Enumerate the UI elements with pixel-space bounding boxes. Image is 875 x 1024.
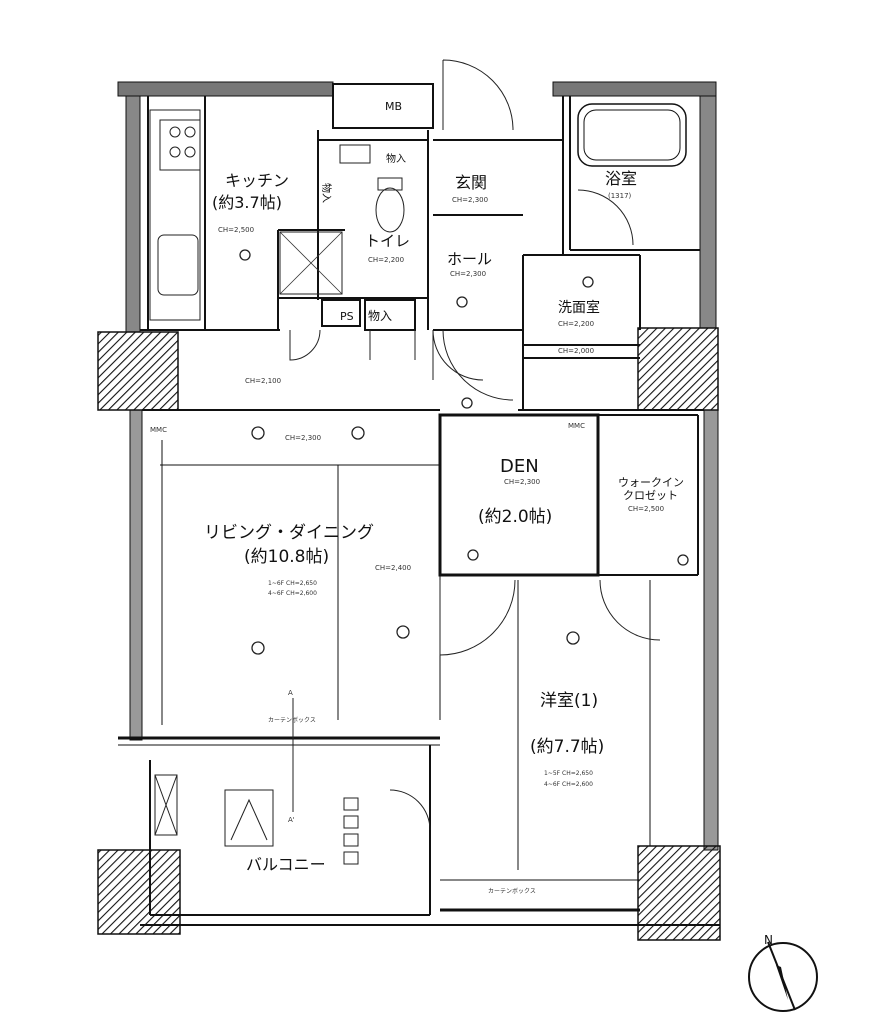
living-name: リビング・ダイニング: [204, 523, 374, 543]
toilet-name: トイレ: [365, 232, 410, 250]
wic-name-line2: クロゼット: [623, 489, 678, 502]
column-right-mid: [637, 327, 719, 411]
mb-label: MB: [385, 100, 402, 113]
entrance-ch: CH=2,300: [452, 196, 488, 204]
toilet-fixtures: [339, 144, 405, 233]
entrance-name: 玄関: [455, 173, 487, 192]
washroom-ch: CH=2,200: [558, 320, 594, 328]
balcony-fixtures: [154, 774, 359, 865]
bath-name: 浴室: [605, 169, 637, 188]
washroom-ch2: CH=2,000: [558, 347, 594, 355]
western1-area: (約7.7帖): [530, 737, 604, 757]
den-area: (約2.0帖): [478, 507, 552, 527]
living-ch2: CH=2,400: [375, 564, 411, 572]
ps-label: PS: [340, 310, 354, 323]
western1-floor-note-2: 4~6F CH=2,600: [544, 781, 593, 788]
living-ch1: CH=2,300: [285, 434, 321, 442]
balcony-name: バルコニー: [246, 855, 326, 874]
corridor-ch: CH=2,100: [245, 377, 281, 385]
partitions: [118, 83, 720, 926]
storage-label-2: 物入: [386, 152, 406, 165]
section-a2-label: A': [288, 816, 295, 824]
wic-name-line1: ウォークイン: [618, 476, 684, 489]
den-ch: CH=2,300: [504, 478, 540, 486]
living-area: (約10.8帖): [244, 547, 329, 567]
compass-icon: N: [748, 933, 818, 1012]
kitchen-area: (約3.7帖): [212, 193, 282, 212]
curtain-box-label-1: カーテンボックス: [268, 716, 316, 724]
living-floor-note-1: 1~6F CH=2,650: [268, 580, 317, 587]
bath-size: (1317): [608, 192, 632, 200]
kitchen-fixtures: [149, 109, 343, 321]
curtain-box-label-2: カーテンボックス: [488, 887, 536, 895]
compass-north-label: N: [764, 933, 773, 947]
column-left-bottom: [97, 849, 181, 935]
den-name: DEN: [500, 456, 539, 477]
hall-name: ホール: [447, 250, 492, 268]
mmc-label-1: MMC: [150, 426, 167, 434]
living-floor-note-2: 4~6F CH=2,600: [268, 590, 317, 597]
toilet-ch: CH=2,200: [368, 256, 404, 264]
western1-name: 洋室(1): [540, 691, 598, 711]
storage-label-1: 物入: [368, 309, 392, 323]
washroom-name: 洗面室: [558, 299, 600, 316]
outer-walls: [97, 81, 721, 941]
storage-label-3: 物入: [320, 183, 333, 203]
door-swings: [289, 59, 661, 831]
western1-floor-note-1: 1~5F CH=2,650: [544, 770, 593, 777]
mmc-label-2: MMC: [568, 422, 585, 430]
kitchen-name: キッチン: [225, 171, 289, 190]
section-a-label: A: [288, 689, 293, 697]
column-left-mid: [97, 331, 179, 411]
ceiling-lights: [239, 249, 689, 655]
labels-layer: MB PS 物入 物入 物入 キッチン (約3.7帖) CH=2,500 トイレ…: [150, 100, 684, 895]
kitchen-ch: CH=2,500: [218, 226, 254, 234]
wic-ch: CH=2,500: [628, 505, 664, 513]
hall-ch: CH=2,300: [450, 270, 486, 278]
